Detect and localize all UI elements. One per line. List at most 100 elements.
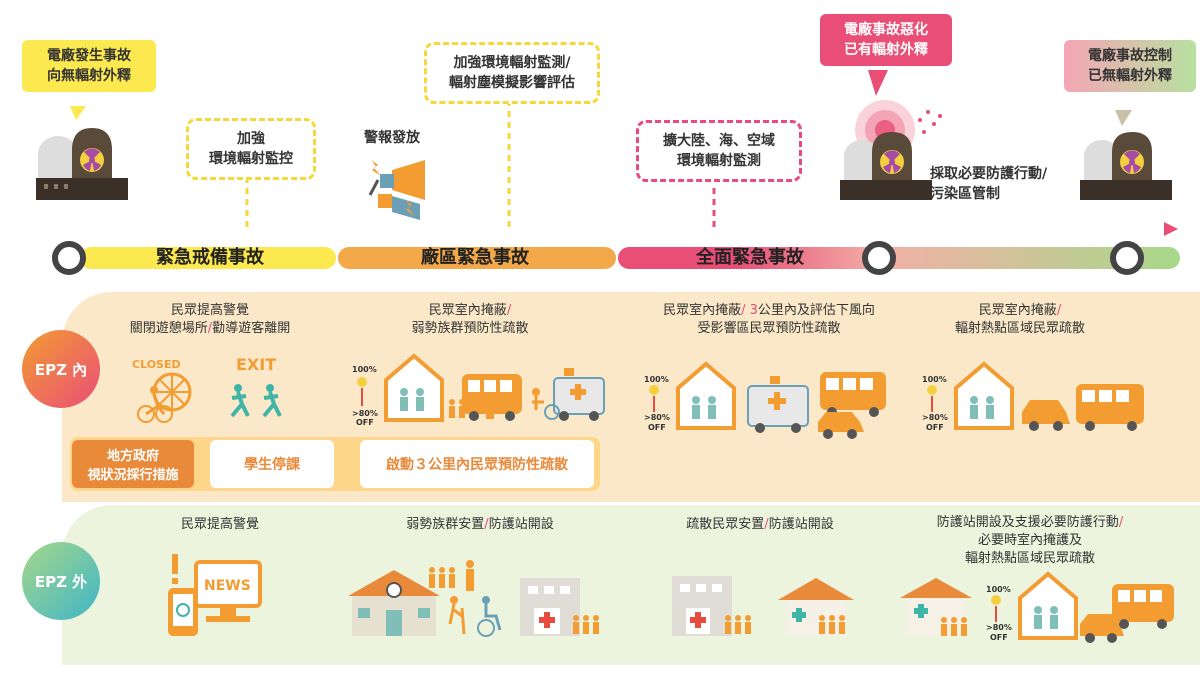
epz-outside-badge: EPZ 外	[22, 542, 100, 620]
bus-icon-3	[1076, 384, 1144, 431]
timeline-node-start	[52, 241, 86, 275]
callout-line: 電廠事故控制	[1088, 48, 1172, 64]
label-part: 民眾室內掩蔽	[663, 303, 742, 318]
label-part: 勸導遊客離開	[212, 321, 291, 336]
label-part: 防護站開設及支援必要防護行動	[936, 515, 1119, 530]
phase-alert: 緊急戒備事故	[156, 247, 264, 268]
label-line: 必要時室內掩護及	[977, 533, 1082, 548]
epz-in-col2-label: 民眾室內掩蔽/ 弱勢族群預防性疏散	[370, 302, 570, 338]
bus-icon	[462, 374, 522, 421]
off-text: OFF	[990, 633, 1008, 642]
phase-general-emergency: 全面緊急事故	[696, 247, 804, 268]
callout-accident-controlled: 電廠事故控制 已無輻射外釋	[1064, 40, 1196, 92]
label-line: 輻射熱點區域民眾疏散	[954, 321, 1085, 336]
label-part: 民眾室內掩蔽	[428, 303, 507, 318]
local-gov-measures: 地方政府 視狀況採行措施	[72, 440, 194, 488]
shelter-house-icon-2: 100% >80% OFF	[644, 361, 736, 432]
exit-sign-text: EXIT	[236, 355, 276, 374]
pct80-text: >80%	[352, 409, 378, 418]
closed-sign-text: CLOSED	[132, 358, 181, 371]
power-plant-icon	[36, 128, 128, 200]
shelter-station-icon	[520, 578, 599, 636]
off-text: OFF	[926, 423, 944, 432]
alarm-speaker-icon	[368, 160, 425, 220]
epz-out-col2-label: 弱勢族群安置/防護站開設	[406, 517, 554, 532]
callout-line: 環境輻射監測	[677, 153, 761, 169]
relief-tent-icon-2	[900, 578, 972, 636]
epz-inside-badge: EPZ 內	[22, 330, 100, 408]
ambulance-icon	[532, 368, 605, 421]
school-building-icon	[348, 570, 440, 636]
label-line: 輻射熱點區域民眾疏散	[964, 551, 1095, 566]
epz-out-col3-label: 疏散民眾安置/防護站開設	[686, 517, 834, 532]
pct100-text: 100%	[644, 375, 669, 384]
power-plant-radiation-icon	[840, 100, 942, 200]
relief-tent-icon	[778, 578, 854, 636]
epz-in-col4-label: 民眾室內掩蔽/ 輻射熱點區域民眾疏散	[930, 302, 1110, 338]
label-part: 防護站開設	[488, 517, 554, 532]
callout-line: 擴大陸、海、空域	[663, 133, 775, 149]
shelter-house-icon-4: 100% >80% OFF	[986, 571, 1078, 642]
ribbon-line: 地方政府	[106, 449, 159, 464]
label-part: 疏散民眾安置	[686, 517, 765, 532]
school-closure: 學生停課	[210, 440, 334, 488]
label-line: 民眾提高警覺	[170, 303, 249, 318]
callout-line: 向無輻射外釋	[47, 68, 131, 84]
news-text: NEWS	[204, 578, 251, 594]
pct100-text: 100%	[986, 585, 1011, 594]
callout-fallout-assessment: 加強環境輻射監測/ 輻射塵模擬影響評估	[424, 42, 600, 104]
callout-accident-no-release: 電廠發生事故 向無輻射外釋	[22, 40, 156, 92]
bus-icon-4	[1112, 584, 1174, 629]
callout-protective-actions: 採取必要防護行動/ 污染區管制	[930, 164, 1080, 204]
shelter-house-icon-3: 100% >80% OFF	[922, 361, 1014, 432]
label-part: 民眾室內掩蔽	[978, 303, 1057, 318]
callout-line: 採取必要防護行動/	[930, 166, 1048, 182]
callout-line: 環境輻射監控	[209, 151, 293, 167]
news-alert-icon: NEWS	[168, 554, 262, 636]
off-text: OFF	[356, 418, 374, 427]
epz-in-col3-label: 民眾室內掩蔽/ 3公里內及評估下風向 受影響區民眾預防性疏散	[624, 302, 914, 338]
callout-line: 已有輻射外釋	[844, 42, 928, 58]
callout-line: 已無輻射外釋	[1088, 68, 1172, 84]
label-line: 受影響區民眾預防性疏散	[697, 321, 841, 336]
vulnerable-groups-icon	[429, 560, 502, 637]
callout-line: 輻射塵模擬影響評估	[449, 75, 575, 91]
pct100-text: 100%	[922, 375, 947, 384]
epz-out-col4-label: 防護站開設及支援必要防護行動/ 必要時室內掩護及 輻射熱點區域民眾疏散	[900, 514, 1160, 568]
power-plant-controlled-icon	[1080, 132, 1172, 200]
pct100-text: 100%	[352, 365, 377, 374]
callout-line: 加強環境輻射監測/	[453, 55, 571, 71]
car-icon	[818, 412, 864, 439]
callout-line: 電廠發生事故	[47, 48, 131, 64]
label-part: 防護站開設	[768, 517, 834, 532]
pct80-text: >80%	[986, 623, 1012, 632]
closed-ferris-wheel-icon: CLOSED	[132, 358, 192, 423]
timeline-node-end	[1110, 241, 1144, 275]
callout-expand-monitoring: 擴大陸、海、空域 環境輻射監測	[636, 120, 802, 182]
label-part: 公里內及評估下風向	[757, 303, 875, 318]
off-text: OFF	[648, 423, 666, 432]
ribbon-line: 視狀況採行措施	[87, 468, 179, 483]
epz-in-illustrations: CLOSED EXIT 100% >80% OFF	[132, 353, 1144, 439]
epz-out-col1-label: 民眾提高警覺	[180, 517, 259, 532]
callout-line: 污染區管制	[930, 186, 1000, 202]
label-part: 弱勢族群安置	[406, 517, 485, 532]
timeline-graphics	[36, 70, 1180, 269]
exit-runners-icon: EXIT	[230, 355, 282, 418]
phase-site-emergency: 廠區緊急事故	[421, 247, 529, 268]
pct80-text: >80%	[644, 413, 670, 422]
callout-alarm: 警報發放	[364, 130, 420, 146]
bus-icon-2	[820, 372, 886, 417]
epz-out-illustrations: NEWS	[168, 554, 1174, 643]
ambulance-icon-2	[747, 376, 809, 433]
label-part: 3	[749, 303, 758, 318]
callout-accident-worsened: 電廠事故惡化 已有輻射外釋	[820, 14, 952, 66]
callout-line: 加強	[237, 131, 265, 147]
label-part: 關閉遊憩場所	[129, 321, 208, 336]
evacuee-station-icon	[672, 576, 751, 636]
car-icon-3	[1080, 614, 1124, 643]
epz-in-col1-label: 民眾提高警覺 關閉遊憩場所/勸導遊客離開	[100, 302, 320, 338]
callout-line: 電廠事故惡化	[844, 22, 928, 38]
shelter-house-icon: 100% >80% OFF	[352, 353, 444, 427]
timeline-node-release	[862, 241, 896, 275]
